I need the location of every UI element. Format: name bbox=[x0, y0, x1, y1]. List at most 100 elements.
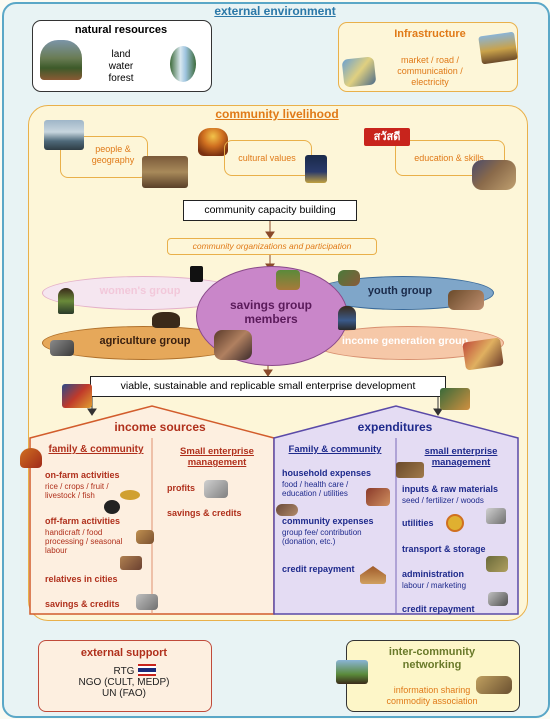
natural-resource-forest: forest bbox=[108, 73, 134, 84]
income-enterprise-title: Small enterprise management bbox=[160, 446, 274, 468]
students-icon bbox=[472, 160, 516, 190]
expend-enterprise-title: small enterprise management bbox=[404, 446, 518, 468]
natural-resource-land: land bbox=[111, 49, 131, 60]
off-farm-detail-3: labour bbox=[45, 546, 68, 555]
income-generation-label: income generation group bbox=[341, 335, 468, 347]
savings-group-line1: savings group bbox=[229, 298, 312, 312]
networking-title-1: inter-community bbox=[388, 646, 476, 658]
people-geography-label: people & geography bbox=[80, 144, 146, 166]
woman-symbol-icon bbox=[190, 266, 203, 282]
community-expenses-detail-2: (donation, etc.) bbox=[282, 537, 336, 546]
infrastructure-list: market / road / communication / electric… bbox=[382, 55, 478, 88]
natural-resource-water: water bbox=[108, 61, 134, 72]
external-support-title: external support bbox=[80, 647, 168, 659]
coins-icon bbox=[136, 594, 158, 610]
crowd-photo-icon bbox=[214, 330, 252, 360]
household-detail-1: food / health care / bbox=[282, 480, 349, 489]
temple-icon bbox=[305, 155, 327, 183]
income-savings-label: savings & credits bbox=[45, 599, 120, 609]
external-support-list: RTG NGO (CULT, MEDP) UN (FAO) bbox=[38, 666, 210, 699]
buffalo-icon bbox=[152, 312, 180, 328]
community-expenses-detail-1: group fee/ contribution bbox=[282, 528, 362, 537]
income-enterprise-title-1: Small enterprise bbox=[180, 446, 254, 457]
farm-photo-icon bbox=[276, 270, 300, 290]
natural-resources-list: land water forest bbox=[100, 49, 142, 85]
external-environment-title: external environment bbox=[214, 4, 336, 18]
networking-title: inter-community networking bbox=[346, 646, 518, 672]
inputs-detail: seed / fertilizer / woods bbox=[402, 496, 484, 505]
women-group-label: women's group bbox=[99, 285, 181, 297]
teen-icon bbox=[338, 270, 360, 286]
savings-group-line2: members bbox=[244, 312, 298, 326]
books-photo-icon bbox=[62, 384, 92, 408]
cultural-values-label: cultural values bbox=[238, 153, 296, 163]
household-label: household expenses bbox=[282, 468, 372, 478]
on-farm-detail: rice / crops / fruit / livestock / fish bbox=[45, 482, 109, 500]
networking-item-commodity: commodity association bbox=[386, 696, 478, 706]
electric-icon bbox=[446, 514, 464, 532]
mountain-photo-icon bbox=[40, 40, 82, 80]
support-rtg: RTG bbox=[113, 666, 135, 677]
infrastructure-item-communication: communication / bbox=[397, 66, 463, 76]
thai-sign-icon: สวัสดี bbox=[364, 128, 410, 146]
produce-photo-icon bbox=[440, 388, 470, 410]
profits-icon bbox=[204, 480, 228, 498]
enterprise-credit-label: credit repayment bbox=[402, 604, 475, 614]
infrastructure-item-market: market / road / bbox=[400, 55, 460, 65]
rooster-icon bbox=[20, 448, 42, 468]
vehicles-icon bbox=[476, 676, 512, 694]
profits-label: profits bbox=[167, 483, 195, 493]
family-credit-label: credit repayment bbox=[282, 564, 355, 574]
woman-farmer-icon bbox=[58, 288, 74, 314]
infrastructure-item-electricity: electricity bbox=[411, 77, 449, 87]
utilities-label: utilities bbox=[402, 518, 434, 528]
networking-item-info: information sharing bbox=[393, 685, 471, 695]
on-farm-detail-1: rice / crops / fruit / bbox=[45, 482, 109, 491]
relatives-label: relatives in cities bbox=[45, 574, 118, 584]
savings-group-label: savings group members bbox=[196, 298, 346, 326]
off-farm-detail-1: handicraft / food bbox=[45, 528, 103, 537]
on-farm-detail-2: livestock / fish bbox=[45, 491, 95, 500]
community-livelihood-title: community livelihood bbox=[215, 107, 339, 121]
money-icon bbox=[486, 508, 506, 524]
transport-label: transport & storage bbox=[402, 544, 486, 554]
income-family-title: family & community bbox=[48, 444, 144, 455]
geography-label: geography bbox=[91, 155, 135, 165]
capacity-building-box: community capacity building bbox=[183, 200, 357, 221]
income-enterprise-title-2: management bbox=[187, 457, 247, 468]
agriculture-group-label: agriculture group bbox=[99, 335, 191, 347]
external-support-box bbox=[38, 640, 212, 712]
thai-flag-icon bbox=[138, 664, 156, 676]
community-expenses-detail: group fee/ contribution (donation, etc.) bbox=[282, 528, 362, 546]
expend-family-title: Family & community bbox=[288, 444, 382, 455]
education-skills-label: education & skills bbox=[414, 153, 484, 163]
house-icon bbox=[360, 566, 386, 584]
enterprise-savings-label: savings & credits bbox=[167, 508, 242, 518]
household-icon bbox=[366, 488, 390, 506]
off-farm-label: off-farm activities bbox=[45, 516, 121, 526]
people-photo-icon bbox=[142, 156, 188, 188]
support-un: UN (FAO) bbox=[102, 688, 146, 699]
off-farm-detail: handicraft / food processing / seasonal … bbox=[45, 528, 122, 555]
expenditures-title: expenditures bbox=[357, 420, 433, 434]
networking-title-2: networking bbox=[402, 659, 462, 671]
network-photo-icon bbox=[336, 660, 368, 684]
food-icon bbox=[136, 530, 154, 544]
truck-icon bbox=[486, 556, 508, 572]
city-icon bbox=[120, 556, 142, 570]
expend-enterprise-title-2: management bbox=[431, 457, 491, 468]
expend-enterprise-title-1: small enterprise bbox=[424, 446, 498, 457]
farmer-icon bbox=[198, 128, 228, 156]
fish-icon bbox=[120, 490, 140, 500]
networking-list: information sharing commodity associatio… bbox=[346, 685, 518, 707]
community-expenses-label: community expenses bbox=[282, 516, 374, 526]
infrastructure-title: Infrastructure bbox=[394, 28, 466, 40]
people-label: people & bbox=[95, 144, 131, 154]
enterprise-development-box: viable, sustainable and replicable small… bbox=[90, 376, 446, 397]
community-photo-icon bbox=[276, 504, 298, 516]
natural-resources-title: natural resources bbox=[74, 24, 168, 36]
youth-group-label: youth group bbox=[367, 285, 433, 297]
administration-detail: labour / marketing bbox=[402, 581, 467, 590]
income-sources-title: income sources bbox=[114, 420, 206, 434]
villager-icon bbox=[338, 306, 356, 330]
